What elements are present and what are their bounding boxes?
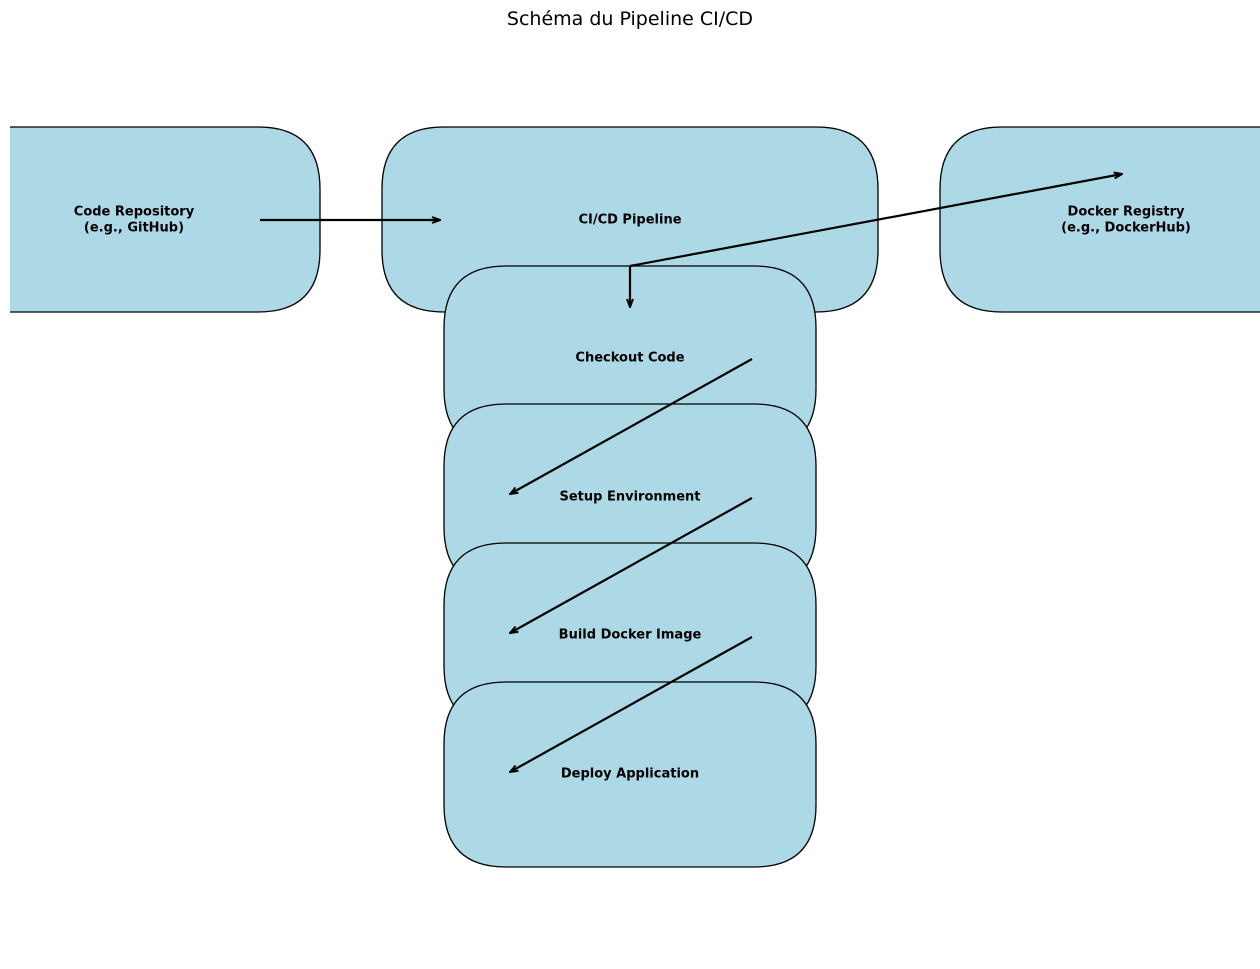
arrows-layer	[260, 174, 1122, 772]
node-label: Checkout Code	[575, 351, 684, 366]
diagram-title: Schéma du Pipeline CI/CD	[506, 8, 754, 30]
node-label: Setup Environment	[560, 490, 701, 505]
node-code-repo: Code Repository(e.g., GitHub)	[10, 126, 321, 313]
node-label: Deploy Application	[561, 767, 699, 782]
node-docker-registry: Docker Registry(e.g., DockerHub)	[939, 126, 1260, 313]
node-box-fill	[10, 127, 320, 312]
node-box-outline	[443, 681, 817, 868]
arrow-cicd-pipeline-to-docker-registry	[629, 174, 1122, 268]
node-label: Docker Registry	[1068, 205, 1185, 220]
node-box-outline	[381, 126, 879, 313]
arrow-checkout-code-to-setup-env	[510, 358, 753, 494]
arrow-setup-env-to-build-image	[510, 497, 753, 633]
node-deploy-app: Deploy Application	[443, 681, 817, 868]
arrow-build-image-to-deploy-app	[510, 636, 753, 772]
node-label: CI/CD Pipeline	[578, 213, 681, 228]
node-box-fill	[940, 127, 1260, 312]
node-box-fill	[444, 682, 816, 867]
node-label: Build Docker Image	[559, 628, 702, 643]
node-label: (e.g., DockerHub)	[1061, 221, 1191, 236]
node-box-outline	[939, 126, 1260, 313]
node-label: Code Repository	[74, 205, 195, 220]
nodes-layer: Code Repository(e.g., GitHub) CI/CD Pipel…	[10, 126, 1260, 868]
node-label: (e.g., GitHub)	[84, 221, 184, 236]
